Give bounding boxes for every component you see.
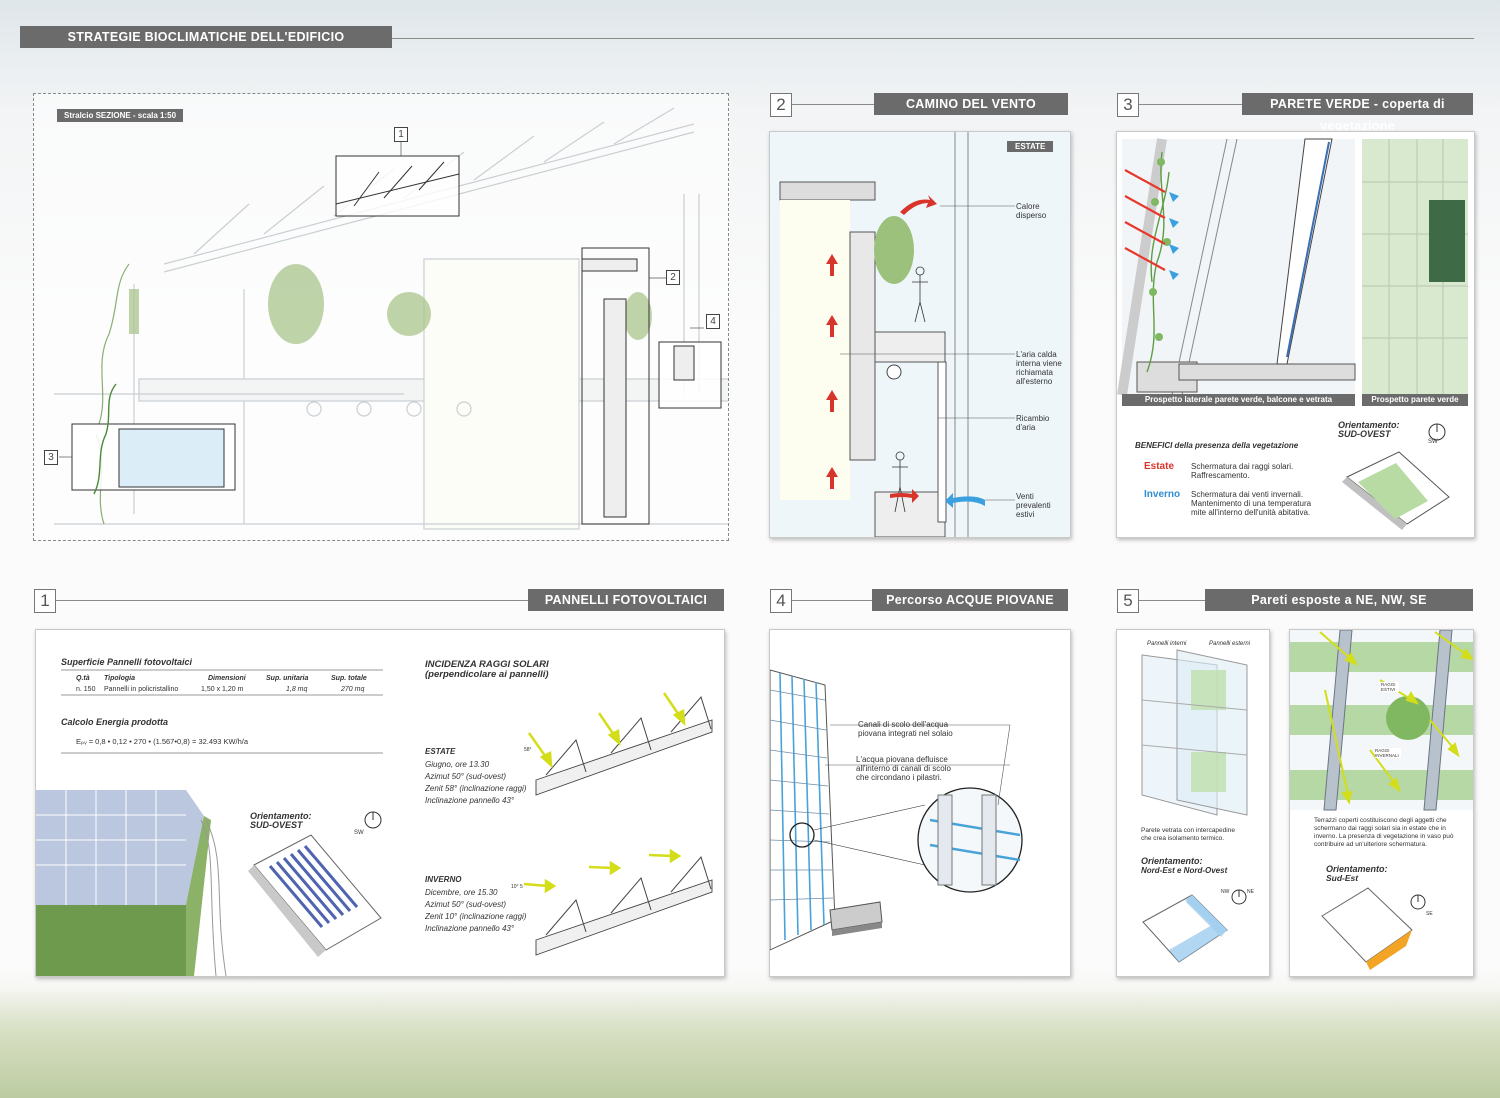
terrazzi-orient-label: Orientamento: [1326,864,1388,874]
section-1-title: PANNELLI FOTOVOLTAICI [528,589,724,611]
pv-estate-line-4: Inclinazione pannello 43° [425,796,515,805]
pv-cell-qta: n. 150 [76,686,96,693]
terrazzi-orient-value: Sud-Est [1326,873,1359,883]
section-tag-3: 3 [44,450,58,465]
pareti-orient-1-value: Nord-Est e Nord-Ovest [1141,866,1228,875]
section-3-title: PARETE VERDE - coperta di vegetazione [1242,93,1473,133]
section-tag-1: 1 [394,127,408,142]
pv-calc-title: Calcolo Energia prodotta [61,717,169,727]
camino-label-aria-calda: L'aria calda interna viene richiamata al… [1016,350,1062,386]
section-4-title: Percorso ACQUE PIOVANE [872,589,1068,611]
parete-orient-value: SUD-OVEST [1338,429,1391,439]
parete-caption-right: Prospetto parete verde [1371,395,1459,404]
terrazzi-drawing [1290,630,1473,970]
parete-estate-label: Estate [1144,461,1175,472]
section-1-rule [56,600,528,601]
terrazzi-raggi-invernali: RAGGI INVERNALI [1375,748,1401,758]
pareti-ne-nw-panel: Pannelli interni Pannelli esterni Parete… [1116,629,1270,977]
parete-caption-left: Prospetto laterale parete verde, balcone… [1144,395,1333,404]
camino-label-ricambio: Ricambio d'aria [1016,414,1050,432]
pv-incidenza-subtitle: (perpendicolare ai pannelli) [425,669,549,680]
acque-label-defluisce: L'acqua piovana defluisce all'interno di… [856,755,951,782]
pv-col-sup-totale: Sup. totale [331,675,367,682]
section-4-rule [792,600,872,601]
parete-estate-text: Schermatura dai raggi solari. Raffrescam… [1191,462,1294,480]
camino-label-venti: Venti prevalenti estivi [1016,492,1051,519]
pv-estate-line-2: Azimut 50° (sud-ovest) [425,772,507,781]
section-3-rule [1139,104,1242,105]
section-2-rule [792,104,874,105]
pareti-orient-1-label: Orientamento: [1141,856,1203,866]
section-drawing: Stralcio SEZIONE - scala 1:50 1 2 3 4 [33,93,729,541]
pv-estate-line-1: Giugno, ore 13.30 [425,760,490,769]
section-5-title: Pareti esposte a NE, NW, SE [1205,589,1473,611]
pareti-text-vetrata: Parete vetrata con intercapedine che cre… [1141,827,1235,842]
section-scale-label: Stralcio SEZIONE - scala 1:50 [57,109,184,122]
pv-formula: Eₚᵥ = 0,8 • 0,12 • 270 • (1.567•0,8) = 3… [76,737,249,746]
header-rule [392,38,1474,39]
section-drawing-lines [54,107,728,530]
section-tag-4: 4 [706,314,720,329]
pv-table-title: Superficie Pannelli fotovoltaici [61,657,193,667]
pv-cell-dimensioni: 1,50 x 1,20 m [201,686,244,693]
pv-cell-sup-unitaria: 1,8 mq [286,686,308,693]
pv-col-dimensioni: Dimensioni [208,675,246,682]
parete-verde-panel: Prospetto laterale parete verde, balcone… [1116,131,1475,538]
camino-label-calore: Calore disperso [1016,202,1047,220]
parete-verde-drawing [1117,138,1468,530]
page-title: STRATEGIE BIOCLIMATICHE DELL'EDIFICIO [20,26,392,48]
pv-col-tipologia: Tipologia [104,675,135,682]
camino-del-vento-panel: ESTATE Calore disperso L'aria calda inte… [769,131,1071,538]
pv-col-qta: Q.tà [76,675,90,682]
section-5-rule [1139,600,1205,601]
pv-compass-sw: SW [354,830,364,836]
parete-benefici-title: BENEFICI della presenza della vegetazion… [1135,441,1299,450]
section-tag-2: 2 [666,270,680,285]
pv-inverno-line-2: Azimut 50° (sud-ovest) [425,900,507,909]
terrazzi-text: Terrazzi coperti costituiscono degli agg… [1314,817,1454,848]
pv-angle-winter: 10° 5 [511,884,523,890]
pareti-se-panel: RAGGI ESTIVI RAGGI INVERNALI Terrazzi co… [1289,629,1474,977]
pv-col-sup-unitaria: Sup. unitaria [266,675,309,682]
pareti-compass-nw: NW [1221,889,1230,895]
pv-inverno-line-4: Inclinazione pannello 43° [425,924,515,933]
section-3-number: 3 [1117,93,1139,117]
grass-field-background [0,988,1500,1098]
pv-inverno-line-1: Dicembre, ore 15.30 [425,888,498,897]
terrazzi-raggi-estivi: RAGGI ESTIVI [1381,682,1399,692]
pannelli-drawing [36,669,713,976]
section-2-number: 2 [770,93,792,117]
pv-cell-tipologia: Pannelli in policristallino [104,686,179,693]
camino-estate-badge: ESTATE [1007,141,1054,152]
pv-orient-value: SUD-OVEST [250,820,303,830]
acque-piovane-panel: Canali di scolo dell'acqua piovana integ… [769,629,1071,977]
parete-inverno-label: Inverno [1144,489,1181,500]
pareti-label-esterni: Pannelli esterni [1209,641,1251,647]
pareti-vetrata-drawing [1141,649,1248,963]
acque-drawing [770,669,1023,951]
pv-inverno-line-3: Zenit 10° (inclinazione raggi) [425,912,527,921]
section-1-number: 1 [34,589,56,613]
pareti-label-interni: Pannelli interni [1147,641,1187,647]
terrazzi-compass-se: SE [1426,911,1433,917]
pv-estate-label: ESTATE [425,747,456,756]
pv-angle-summer: 58° [524,747,532,753]
pannelli-fotovoltaici-panel: Superficie Pannelli fotovoltaici Q.tà Ti… [35,629,725,977]
section-4-number: 4 [770,589,792,613]
parete-compass-sw: SW [1428,439,1438,445]
camino-drawing [770,132,1070,537]
pv-cell-sup-totale: 270 mq [341,686,365,693]
pv-incidenza-title: INCIDENZA RAGGI SOLARI [425,659,549,670]
pv-inverno-label: INVERNO [425,875,462,884]
pv-estate-line-3: Zenit 58° (inclinazione raggi) [425,784,527,793]
pv-orient-label: Orientamento: [250,811,312,821]
parete-orient-label: Orientamento: [1338,420,1400,430]
parete-inverno-text: Schermatura dai venti invernali. Manteni… [1191,490,1312,517]
acque-label-canali: Canali di scolo dell'acqua piovana integ… [858,720,953,738]
pareti-compass-ne: NE [1247,889,1254,895]
section-5-number: 5 [1117,589,1139,613]
section-2-title: CAMINO DEL VENTO [874,93,1068,115]
